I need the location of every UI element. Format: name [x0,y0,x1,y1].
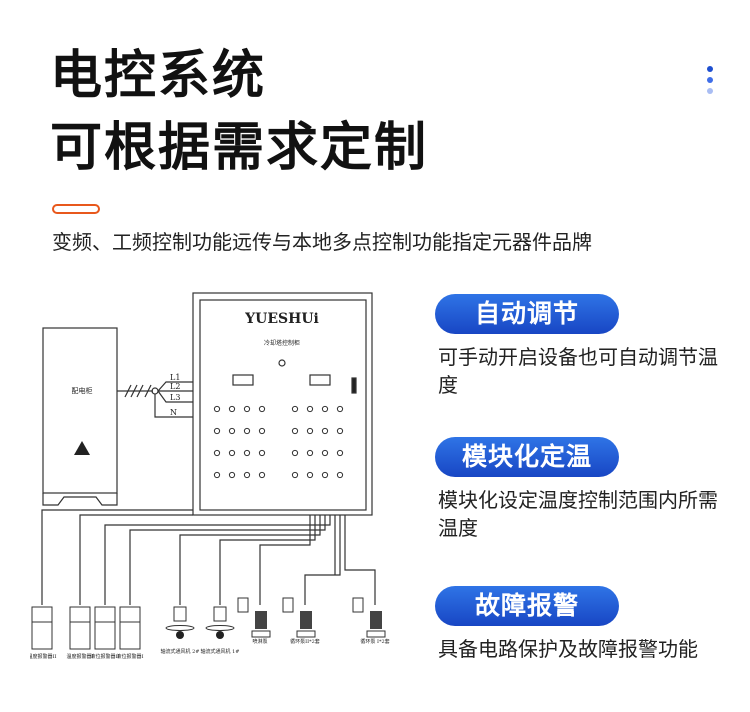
indicator-light [321,471,329,479]
indicator-light [228,449,236,457]
device: 循环泵II*2套 [282,597,320,645]
indicator-light [306,405,314,413]
device: 液位报警器II [91,606,120,660]
indicator-light [306,449,314,457]
indicator-light [291,427,299,435]
line-label: L1 [170,373,180,382]
indicator-light [243,471,251,479]
page-dot-1 [707,66,713,72]
indicator-light [243,405,251,413]
indicator-light [336,471,344,479]
line-label: L2 [170,382,180,391]
indicator-light [213,471,221,479]
indicator-light [321,405,329,413]
wiring-diagram: 配电柜 YUESHUi 冷却塔控制柜 L1 L2 L3 N 温度报警器II 温度报… [30,292,390,660]
indicator-light [213,405,221,413]
indicator-light [321,449,329,457]
device: 轴流式通风机 2# [161,606,200,655]
indicator-light [243,449,251,457]
feature-desc-modular-temp: 模块化设定温度控制范围内所需温度 [438,488,718,540]
title-line-1: 电控系统 [50,46,267,106]
control-cabinet [192,292,373,516]
indicator-lights [213,405,344,479]
device: 轴流式通风机 1# [201,606,240,655]
subtitle: 变频、工频控制功能远传与本地多点控制功能指定元器件品牌 [52,230,592,254]
feature-title-auto-adjust: 自动调节 [435,294,619,334]
page-dot-2 [707,77,713,83]
distribution-cabinet [42,327,118,494]
indicator-light [306,427,314,435]
indicator-light [321,427,329,435]
indicator-light [258,405,266,413]
device: 温度报警器II [30,606,56,660]
device: 喷淋泵 [237,597,271,645]
indicator-light [228,405,236,413]
indicator-light [243,427,251,435]
indicator-light [213,427,221,435]
device-label: 循环泵II*2套 [290,638,320,645]
line-label: L3 [170,393,180,402]
accent-bar [52,204,100,214]
indicator-light [258,449,266,457]
device-label: 轴流式通风机 1# [201,648,240,655]
indicator-light [213,449,221,457]
device-label: 温度报警器II [30,653,56,660]
page-dot-3 [707,88,713,94]
device-label: 喷淋泵 [252,638,267,645]
device: 液位报警器I [117,606,144,660]
device-label: 液位报警器I [117,653,144,660]
device-label: 液位报警器II [91,653,120,660]
indicator-light [228,427,236,435]
feature-desc-fault-alarm: 具备电路保护及故障报警功能 [438,637,698,661]
indicator-light [291,405,299,413]
brand-logo: YUESHUi [244,311,319,327]
indicator-light [336,427,344,435]
feature-title-fault-alarm: 故障报警 [435,586,619,626]
device: 循环泵 I*2套 [352,597,390,645]
indicator-light [258,471,266,479]
device-label: 循环泵 I*2套 [360,638,389,645]
feature-desc-auto-adjust: 可手动开启设备也可自动调节温度 [438,345,718,397]
feature-title-modular-temp: 模块化定温 [435,437,619,477]
device-label: 轴流式通风机 2# [161,648,200,655]
indicator-light [336,449,344,457]
control-cabinet-label: 冷却塔控制柜 [264,339,300,347]
line-label: N [170,408,177,417]
title-line-2: 可根据需求定制 [50,118,429,178]
indicator-light [291,471,299,479]
warning-icon [74,441,90,455]
indicator-light [306,471,314,479]
device-label: 温度报警器I [67,653,94,660]
indicator-light [228,471,236,479]
indicator-light [291,449,299,457]
indicator-light [336,405,344,413]
device: 温度报警器I [67,606,94,660]
indicator-light [258,427,266,435]
distribution-cabinet-label: 配电柜 [72,386,93,395]
